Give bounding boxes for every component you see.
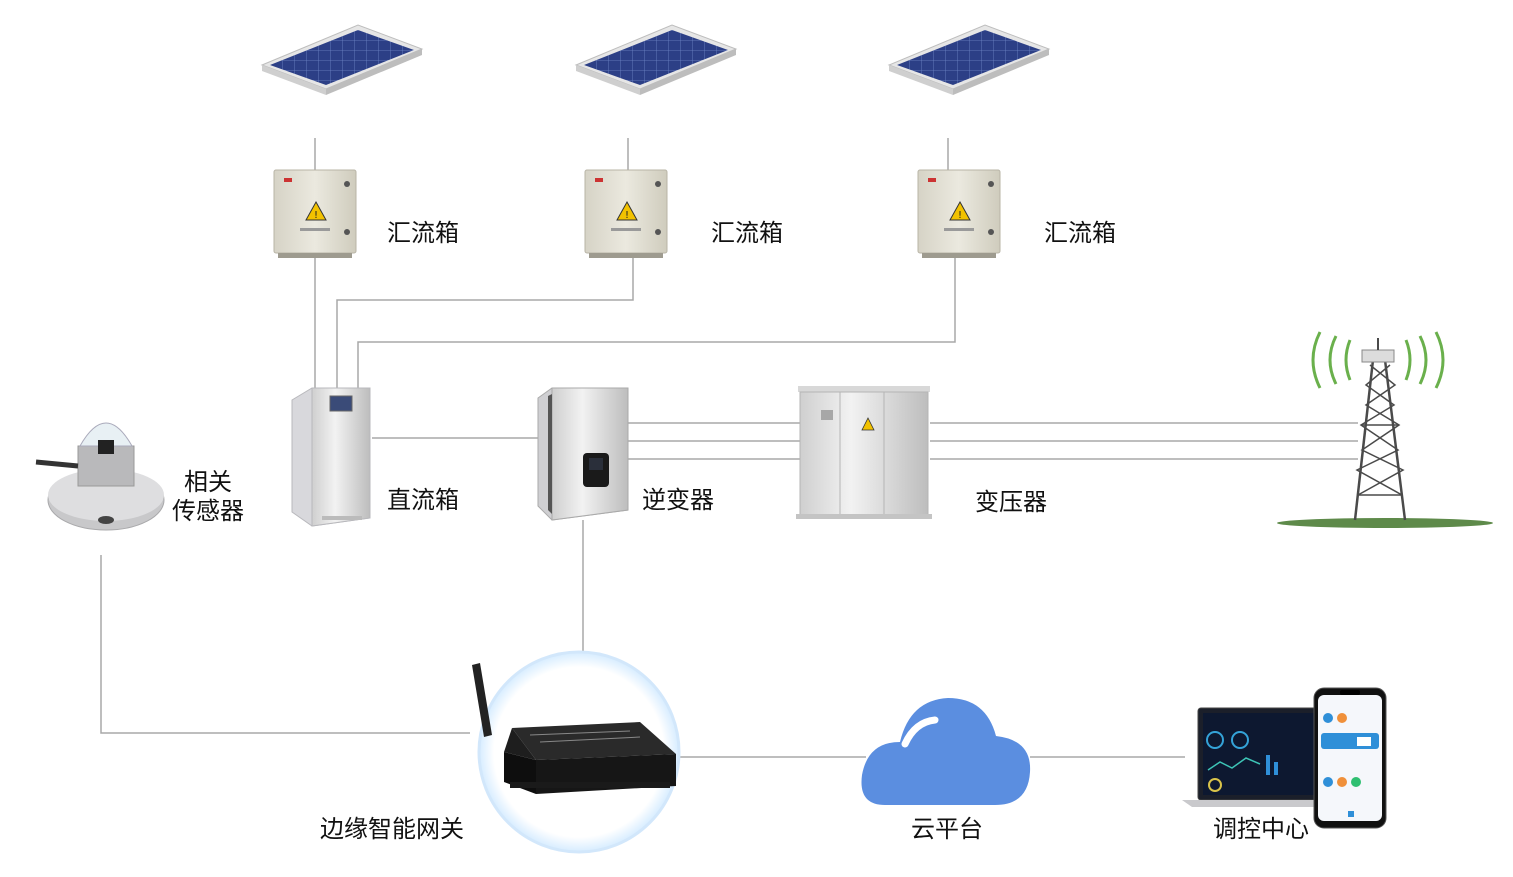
sensor-icon [35,422,165,531]
dc-cabinet-icon [291,387,371,527]
combiner-box-label: 汇流箱 [1044,219,1116,247]
solar-panel-icon [261,24,423,96]
solar-panel-icon [575,24,737,96]
control-center-label: 调控中心 [1213,815,1309,843]
combiner-box-icon [273,169,357,259]
combiner-box-label: 汇流箱 [711,219,783,247]
combiner-box-label: 汇流箱 [387,219,459,247]
gateway-label: 边缘智能网关 [320,815,464,843]
combiner-box-icon [917,169,1001,259]
cloud-label: 云平台 [911,815,983,843]
combiner-box-icon [584,169,668,259]
inverter-icon [537,387,629,521]
gateway-icon [472,650,681,854]
dc-cabinet-label: 直流箱 [387,486,459,514]
sensor-label-line2: 传感器 [172,497,244,525]
signal-tower-icon [1277,331,1493,528]
connection-lines [100,138,1358,758]
inverter-label: 逆变器 [642,486,714,514]
phone-icon [1313,687,1387,829]
cloud-icon [861,698,1031,805]
transformer-label: 变压器 [975,488,1047,516]
laptop-icon [1182,707,1340,807]
sensor-label-line1: 相关 [184,468,232,496]
sensor-label: 相关 传感器 [170,468,246,526]
transformer-icon [796,386,932,519]
solar-panel-icon [888,24,1050,96]
